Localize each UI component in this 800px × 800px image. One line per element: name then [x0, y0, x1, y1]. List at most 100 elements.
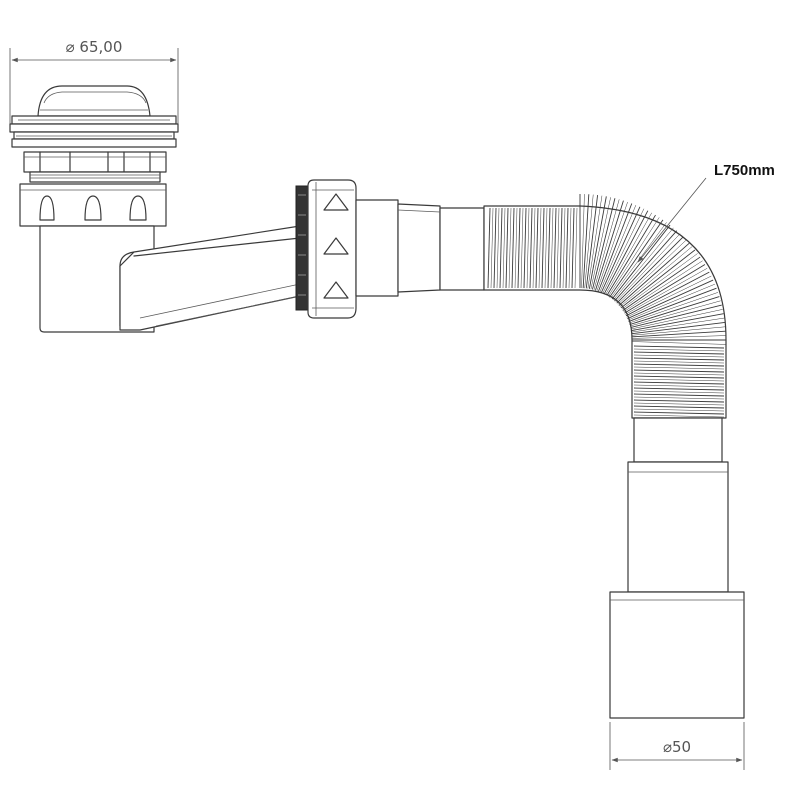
hose-rib — [633, 357, 725, 361]
hose-rib — [605, 212, 652, 295]
hose-rib — [633, 381, 725, 385]
hose-rib — [574, 207, 578, 289]
hose-rib — [633, 360, 725, 364]
hose-rib — [633, 387, 725, 391]
hose-rib — [633, 345, 725, 349]
outlet-diameter-dimension: ⌀50 — [609, 722, 745, 770]
trap-outlet-pipe — [119, 225, 301, 331]
hose-rib — [633, 399, 725, 403]
hose-rib — [562, 207, 566, 289]
hose-rib — [606, 214, 656, 296]
hose-end-sleeve — [355, 199, 485, 297]
drain-plug-cap — [37, 85, 151, 117]
hose-rib — [490, 207, 494, 289]
hose-rib — [599, 205, 637, 293]
hose-rib — [582, 194, 590, 289]
hose-rib — [559, 207, 563, 289]
hose-rib — [541, 207, 545, 289]
hose-rib — [633, 351, 725, 355]
hose-rib — [505, 207, 509, 289]
hose-rib — [631, 317, 725, 333]
threaded-connector — [295, 185, 309, 311]
hose-rib — [523, 207, 527, 289]
outlet-diameter-label: ⌀50 — [663, 738, 691, 756]
hose-rib — [592, 198, 616, 290]
hose-rib — [547, 207, 551, 289]
hose-rib — [629, 292, 719, 324]
hose-rib — [571, 207, 575, 289]
hose-rib — [627, 283, 715, 321]
union-nut — [307, 179, 357, 319]
hose-rib — [628, 287, 717, 322]
hose-rib — [633, 411, 725, 415]
hose-rib — [598, 203, 633, 292]
hose-rib — [596, 201, 628, 291]
hose-rib — [553, 207, 557, 289]
hose-rib — [631, 313, 724, 332]
hose-rib — [499, 207, 503, 289]
hose-rib — [633, 405, 725, 409]
hose-rib — [514, 207, 518, 289]
hose-rib — [585, 195, 599, 289]
trap-thread — [29, 171, 161, 183]
hose-rib — [619, 246, 693, 307]
hose-rib — [590, 197, 611, 290]
hose-rib — [600, 206, 641, 293]
hose-rib — [633, 393, 725, 397]
hose-rib — [544, 207, 548, 289]
hose-rib — [633, 378, 725, 382]
hose-rib — [630, 309, 723, 330]
hose-rib — [633, 408, 725, 412]
hose-rib — [508, 207, 512, 289]
hose-rib — [633, 396, 725, 400]
hose-rib — [622, 256, 701, 311]
hose-length-label: L750mm — [714, 162, 775, 179]
hex-nut — [23, 151, 167, 173]
hose-rib — [630, 304, 722, 328]
hose-rib — [587, 195, 603, 289]
hose-lower-sleeve — [627, 417, 729, 593]
outlet-spigot — [609, 591, 745, 719]
hose-rib — [535, 207, 539, 289]
hose-rib — [633, 402, 725, 406]
hose-rib — [588, 196, 607, 289]
hose-rib — [633, 384, 725, 388]
hose-rib — [502, 207, 506, 289]
hose-rib — [633, 375, 725, 379]
hose-rib — [609, 219, 664, 298]
hose-rib — [487, 207, 491, 289]
hose-rib — [621, 253, 698, 310]
hose-rib — [626, 275, 712, 318]
hose-rib — [493, 207, 497, 289]
hose-rib — [593, 199, 620, 290]
hose-rib — [631, 330, 726, 338]
hose-rib — [616, 236, 684, 304]
hose-rib — [614, 230, 678, 302]
hose-rib — [496, 207, 500, 289]
hose-rib — [633, 372, 725, 376]
hose-rib — [520, 207, 524, 289]
hose-rib — [620, 249, 696, 309]
drain-flange — [9, 115, 179, 148]
hose-rib — [613, 227, 674, 301]
hose-rib — [511, 207, 515, 289]
hose-rib — [550, 207, 554, 289]
hose-rib — [631, 335, 726, 339]
hose-rib — [529, 207, 533, 289]
trap-diameter-dimension: ⌀ 65,00 — [9, 38, 179, 128]
hose-rib — [584, 194, 594, 289]
hose-rib — [565, 207, 569, 289]
hose-rib — [631, 321, 725, 335]
hose-rib — [631, 341, 726, 345]
trap-cap-nut — [19, 183, 167, 227]
flexible-hose — [483, 194, 727, 419]
hose-rib — [633, 348, 725, 352]
hose-rib — [595, 200, 624, 291]
hose-rib — [625, 271, 710, 317]
hose-rib — [617, 239, 687, 305]
hose-rib — [630, 300, 721, 327]
hose-rib — [629, 296, 720, 325]
hose-rib — [618, 242, 690, 306]
hose-rib — [633, 414, 725, 418]
